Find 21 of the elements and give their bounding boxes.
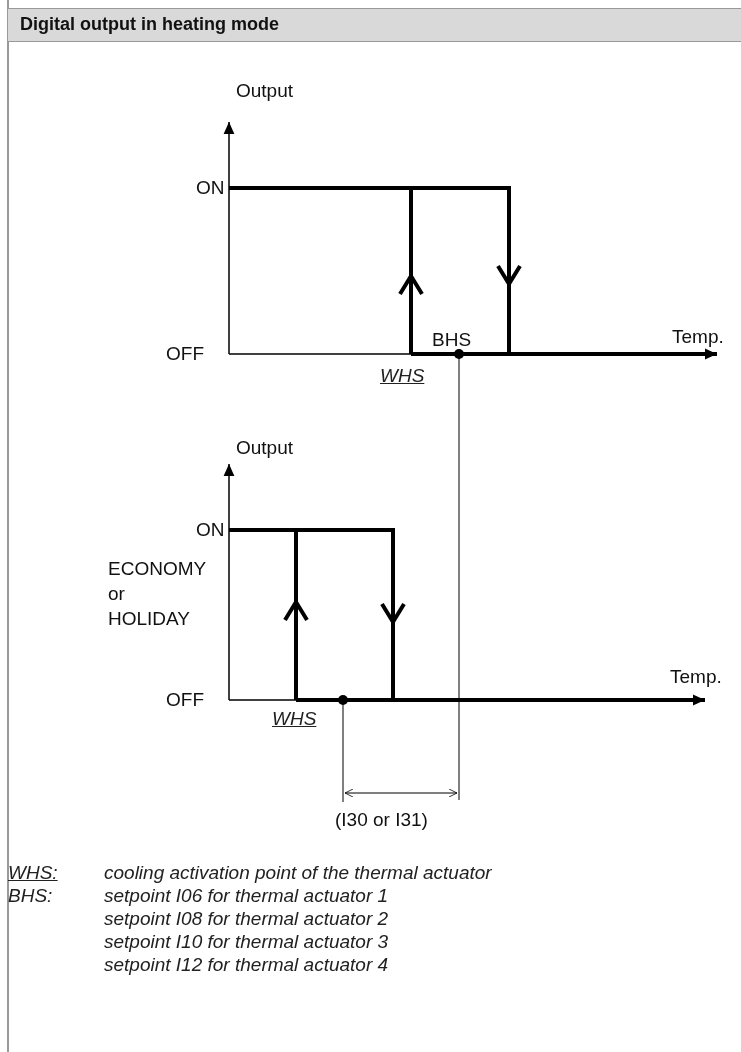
mode-label: ECONOMY or HOLIDAY [108, 557, 207, 631]
axis-label: Temp. [672, 326, 724, 348]
point-label: BHS [432, 329, 472, 351]
level-label: OFF [166, 343, 204, 365]
note-term: BHS: [8, 885, 53, 907]
note-term: WHS: [8, 862, 58, 884]
note-text: cooling activation point of the thermal actuator [104, 862, 492, 884]
level-label: ON [196, 177, 225, 199]
dimension-label: (I30 or I31) [335, 809, 428, 831]
note-text: setpoint I08 for thermal actuator 2 [104, 908, 389, 930]
level-label: OFF [166, 689, 204, 711]
note-text: setpoint I12 for thermal actuator 4 [104, 954, 389, 976]
axis-label: Output [236, 80, 294, 102]
axis-label: Output [236, 437, 294, 459]
heading-text: Digital output in heating mode [20, 14, 279, 35]
point-label: WHS [272, 708, 317, 730]
axis-label: Temp. [670, 666, 722, 688]
note-text: setpoint I06 for thermal actuator 1 [104, 885, 389, 907]
point-label: WHS [380, 365, 425, 387]
level-label: ON [196, 519, 225, 541]
note-text: setpoint I10 for thermal actuator 3 [104, 931, 389, 953]
